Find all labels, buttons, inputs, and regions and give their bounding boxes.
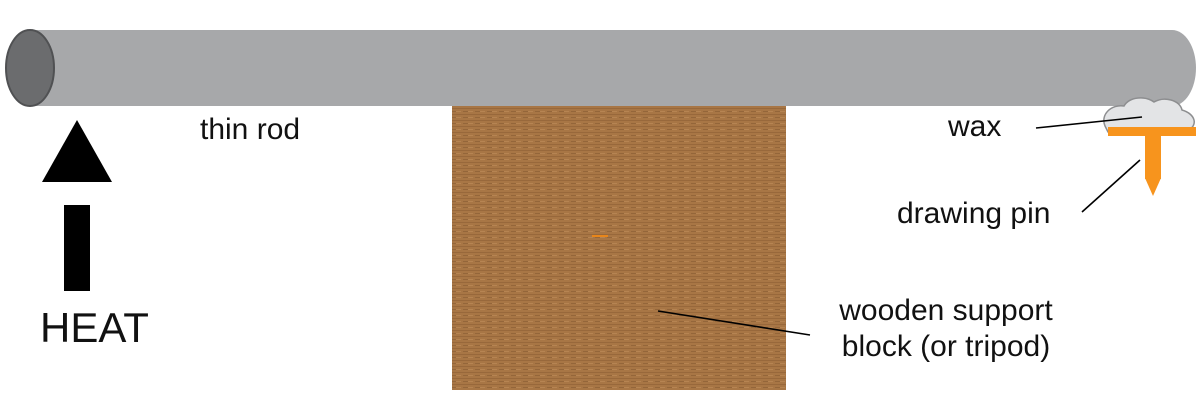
support-leader-line: [657, 310, 811, 336]
thin-rod-label: thin rod: [200, 113, 301, 146]
wooden-support-block: [452, 103, 786, 390]
drawing-pin-label: drawing pin: [897, 197, 1051, 230]
drawing-pin-icon: [1108, 127, 1196, 196]
wax-leader-line: [1035, 116, 1143, 129]
wax-label: wax: [948, 110, 1002, 143]
heat-label: HEAT: [40, 304, 149, 351]
pin-leader-line: [1081, 159, 1141, 213]
up-arrow-icon: [42, 120, 112, 291]
support-block-label: wooden support block (or tripod): [839, 294, 1053, 363]
rod-end-face: [5, 29, 55, 107]
thin-rod: [5, 29, 1196, 107]
